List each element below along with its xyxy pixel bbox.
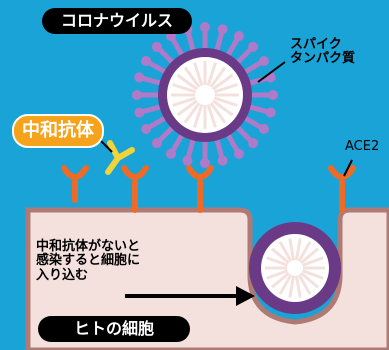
- infection-text-line2: 感染すると細胞に: [36, 253, 141, 269]
- spike-label: スパイク タンパク質: [290, 37, 356, 67]
- receptor-2: [121, 165, 149, 213]
- receptor-1: [61, 165, 89, 203]
- antibody-label: 中和抗体: [12, 114, 104, 148]
- ace2-pointer: [343, 159, 353, 177]
- ace2-receptors: [61, 165, 356, 213]
- receptor-label: ACE2: [345, 139, 380, 154]
- spike-label-line2: タンパク質: [290, 51, 356, 67]
- internalized-virus: [249, 222, 341, 314]
- entry-arrow: [125, 286, 255, 306]
- receptor-3: [186, 165, 214, 213]
- antibody-icon: [105, 140, 135, 175]
- virus-label: コロナウイルス: [42, 8, 192, 34]
- antibody-pointer: [99, 139, 113, 153]
- spike-label-line1: スパイク: [290, 37, 342, 52]
- spike-pointer: [257, 61, 286, 83]
- coronavirus-icon: [132, 22, 278, 168]
- infection-text: 中和抗体がないと 感染すると細胞に 入り込む: [36, 239, 141, 283]
- infection-text-line1: 中和抗体がないと: [36, 239, 141, 254]
- receptor-4: [328, 165, 356, 213]
- infection-text-line3: 入り込む: [36, 267, 89, 283]
- cell-label: ヒトの細胞: [38, 316, 190, 342]
